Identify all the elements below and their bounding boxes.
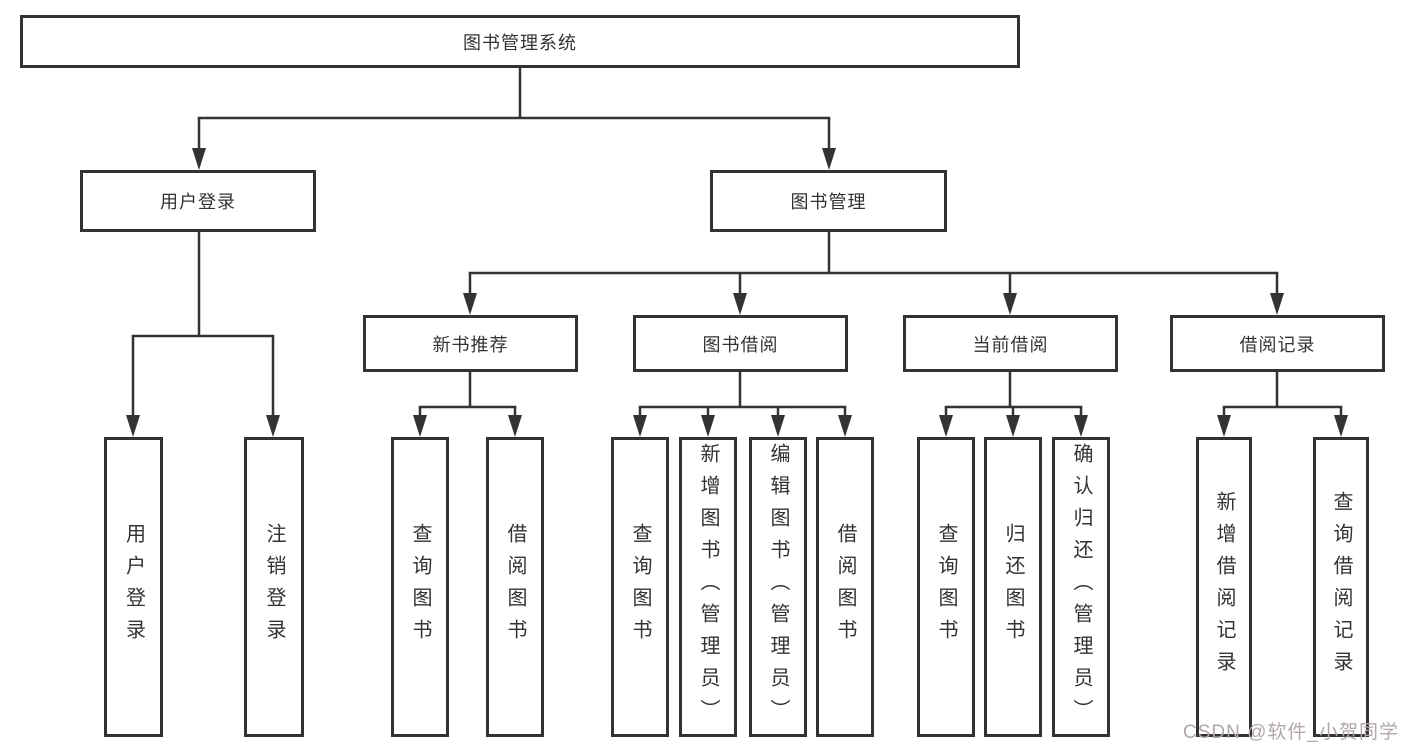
leaf-edit-books-admin: 编辑图书（管理员） [749,437,807,737]
leaf-query-books-recommend: 查询图书 [391,437,449,737]
node-current-borrow: 当前借阅 [903,315,1118,372]
node-user-login-label: 用户登录 [160,192,236,212]
leaf-query-books-borrow-label: 查询图书 [629,523,651,651]
node-root-label: 图书管理系统 [463,32,577,53]
leaf-return-books-label: 归还图书 [1002,523,1024,651]
leaf-confirm-return-admin: 确认归还（管理员） [1052,437,1110,737]
csdn-watermark: CSDN @软件_小贺同学 [1183,722,1399,743]
leaf-query-borrow-record: 查询借阅记录 [1313,437,1369,737]
node-book-borrow-label: 图书借阅 [702,334,779,355]
leaf-borrow-books-label: 借阅图书 [834,523,856,651]
node-borrow-records-label: 借阅记录 [1239,334,1316,355]
leaf-user-login: 用户登录 [104,437,163,737]
leaf-query-books-borrow: 查询图书 [611,437,669,737]
node-new-book-recommend: 新书推荐 [363,315,578,372]
node-book-borrow: 图书借阅 [633,315,848,372]
leaf-query-books-current-label: 查询图书 [935,523,957,651]
leaf-logout-label: 注销登录 [263,523,285,651]
node-book-management-label: 图书管理 [790,192,867,212]
leaf-borrow-books: 借阅图书 [816,437,874,737]
leaf-borrow-books-recommend: 借阅图书 [486,437,544,737]
node-root: 图书管理系统 [20,15,1020,68]
leaf-user-login-label: 用户登录 [122,523,145,651]
leaf-borrow-books-recommend-label: 借阅图书 [504,523,526,651]
node-user-login: 用户登录 [80,170,316,232]
leaf-logout: 注销登录 [244,437,304,737]
leaf-add-borrow-record-label: 新增借阅记录 [1213,491,1235,683]
leaf-query-books-recommend-label: 查询图书 [409,523,431,651]
node-book-management: 图书管理 [710,170,947,232]
leaf-return-books: 归还图书 [984,437,1042,737]
node-borrow-records: 借阅记录 [1170,315,1385,372]
leaf-query-books-current: 查询图书 [917,437,975,737]
leaf-add-books-admin: 新增图书（管理员） [679,437,737,737]
leaf-confirm-return-admin-label: 确认归还（管理员） [1070,443,1092,731]
node-current-borrow-label: 当前借阅 [972,334,1049,355]
leaf-add-borrow-record: 新增借阅记录 [1196,437,1252,737]
leaf-query-borrow-record-label: 查询借阅记录 [1330,491,1352,683]
leaf-edit-books-admin-label: 编辑图书（管理员） [767,443,789,731]
leaf-add-books-admin-label: 新增图书（管理员） [697,443,719,731]
node-new-book-recommend-label: 新书推荐 [432,334,509,355]
